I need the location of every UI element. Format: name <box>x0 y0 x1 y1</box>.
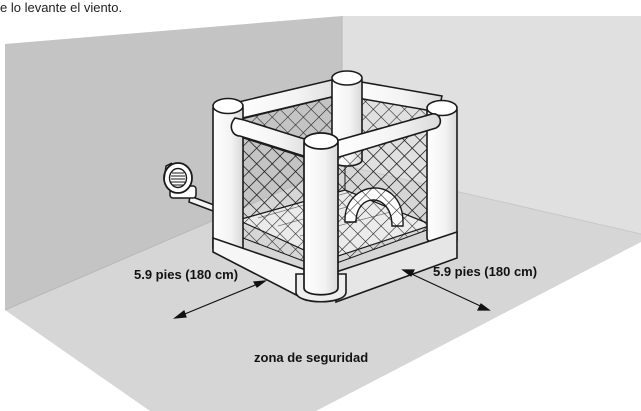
left-dimension-arrow <box>173 280 268 319</box>
front-pillar <box>303 132 339 296</box>
right-distance-label: 5.9 pies (180 cm) <box>433 264 537 279</box>
safety-zone-label: zona de seguridad <box>254 350 368 365</box>
right-dimension-arrow <box>401 269 491 311</box>
caption-fragment: e lo levante el viento. <box>0 0 123 15</box>
front-right-top-tube <box>331 113 442 160</box>
left-distance-label: 5.9 pies (180 cm) <box>134 267 238 282</box>
inflatable-bounce-house-icon <box>212 70 458 304</box>
